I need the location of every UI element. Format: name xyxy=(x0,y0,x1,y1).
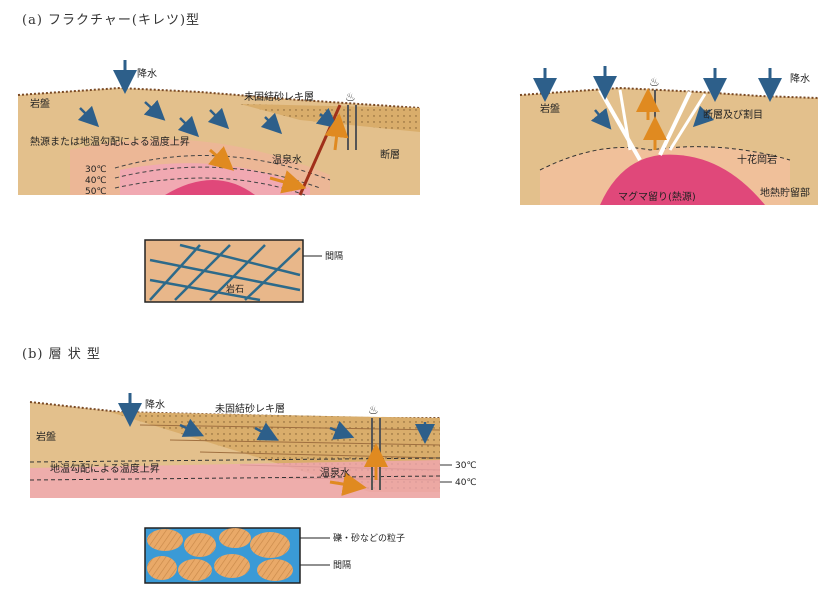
label-rain: 降水 xyxy=(137,67,157,80)
inset-label-gap-b: 間隔 xyxy=(333,560,351,571)
inset-label-rock: 岩石 xyxy=(226,283,244,295)
section-b-heading: (b) 層 状 型 xyxy=(22,347,101,362)
label-bedrock-b: 岩盤 xyxy=(36,430,56,443)
section-a-heading: (a) フラクチャー(キレツ)型 xyxy=(22,13,200,28)
label-rain-right: 降水 xyxy=(790,72,810,85)
label-rain-b: 降水 xyxy=(145,398,165,411)
label-fault: 断層 xyxy=(380,148,400,161)
hot-spring-icon: ♨ xyxy=(345,90,356,104)
label-fault-fracture: 断層及び割目 xyxy=(703,108,763,121)
label-hot-spring-water-b: 温泉水 xyxy=(320,466,350,479)
label-sand-layer-b: 未固結砂レキ層 xyxy=(215,402,285,415)
label-magma: マグマ留り(熱源) xyxy=(618,190,696,203)
hot-spring-icon-b: ♨ xyxy=(368,403,379,417)
inset-particles: 礫・砂などの粒子 間隔 xyxy=(145,528,405,583)
fracture-diagram-left: ♨ 降水 岩盤 未固結砂レキ層 熱源または地温勾配による温度上昇 温泉水 断層 … xyxy=(18,60,420,197)
label-temp-30-b: 30℃ xyxy=(455,461,477,471)
fracture-diagram-right: ♨ 降水 岩盤 断層及び割目 十花岡岩 マグマ留り(熱源) 地熱貯留部 xyxy=(520,66,818,205)
label-heat-source: 熱源または地温勾配による温度上昇 xyxy=(30,135,190,148)
label-geothermal-reservoir: 地熱貯留部 xyxy=(760,186,810,199)
inset-label-gap: 間隔 xyxy=(325,251,343,262)
label-bedrock: 岩盤 xyxy=(30,97,50,110)
label-granite: 十花岡岩 xyxy=(737,153,777,166)
stratified-diagram: ♨ 降水 未固結砂レキ層 岩盤 地温勾配による温度上昇 温泉水 30℃ 40℃ xyxy=(30,393,477,498)
label-sand-layer: 未固結砂レキ層 xyxy=(244,90,314,103)
label-temp-40: 40℃ xyxy=(85,176,107,186)
label-temp-50: 50℃ xyxy=(85,187,107,197)
label-bedrock-right: 岩盤 xyxy=(540,102,560,115)
label-temp-40-b: 40℃ xyxy=(455,478,477,488)
hot-spring-icon-right: ♨ xyxy=(649,75,660,89)
label-temp-30: 30℃ xyxy=(85,165,107,175)
inset-rock-fracture: 岩石 間隔 xyxy=(145,240,343,302)
label-heat-gradient: 地温勾配による温度上昇 xyxy=(50,462,160,475)
label-hot-spring-water: 温泉水 xyxy=(272,153,302,166)
inset-label-particles: 礫・砂などの粒子 xyxy=(333,532,405,544)
